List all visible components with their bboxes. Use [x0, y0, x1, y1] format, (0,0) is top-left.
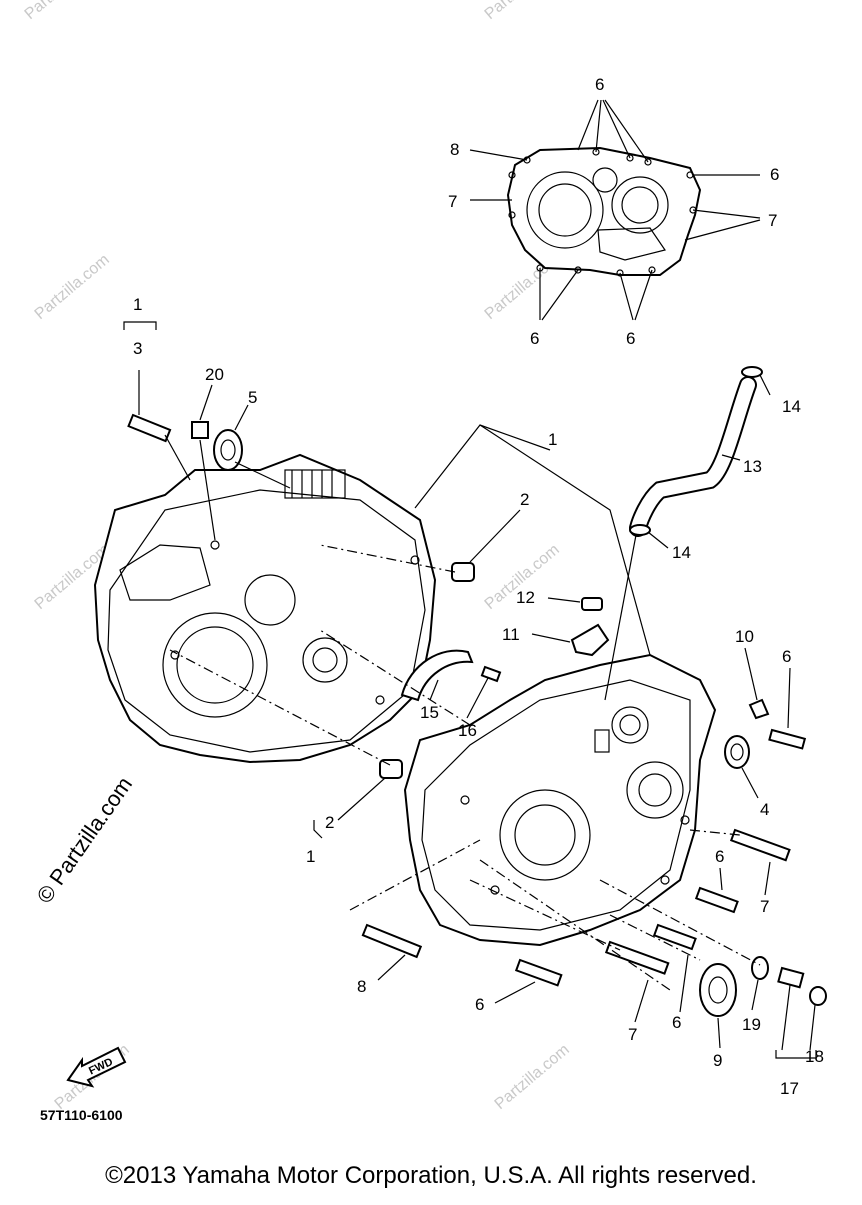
callout-1: 1 — [306, 847, 315, 866]
part-15-plate — [400, 649, 474, 702]
callout-13: 13 — [743, 457, 762, 476]
callout-7: 7 — [768, 211, 777, 230]
callout-6: 6 — [475, 995, 484, 1014]
callout-18: 18 — [805, 1047, 824, 1066]
watermark-text: Partzilla.com — [32, 251, 113, 323]
watermark-text: Partzilla.com — [492, 1041, 573, 1113]
part-5-oil-seal — [213, 404, 291, 489]
callout-6: 6 — [626, 329, 635, 348]
part-13-hose — [629, 376, 757, 537]
callout-5: 5 — [248, 388, 257, 407]
callout-19: 19 — [742, 1015, 761, 1034]
part-11-holder — [531, 623, 610, 657]
callout-1: 1 — [548, 430, 557, 449]
callout-12: 12 — [516, 588, 535, 607]
callout-2: 2 — [520, 490, 529, 509]
callout-10: 10 — [735, 627, 754, 646]
watermark-text: Partzilla.com — [482, 0, 563, 23]
watermark-text: Partzilla.com — [22, 0, 103, 23]
part-code: 57T110-6100 — [40, 1107, 123, 1123]
callout-15: 15 — [420, 703, 439, 722]
alignment-lines — [469, 829, 761, 991]
part-12-bolt — [547, 597, 603, 611]
callout-7: 7 — [760, 897, 769, 916]
callout-6: 6 — [595, 75, 604, 94]
part-7-bolt-right — [729, 828, 791, 896]
callout-1: 1 — [133, 295, 142, 314]
side-watermark: © Partzilla.com — [32, 772, 138, 908]
part-19-washer — [751, 956, 769, 1011]
callout-16: 16 — [458, 721, 477, 740]
part-3-stud — [127, 370, 172, 443]
callout-8: 8 — [357, 977, 366, 996]
callout-6: 6 — [770, 165, 779, 184]
part-10-clamp — [744, 647, 770, 720]
leader-line — [164, 434, 191, 481]
part-2-dowel-upper — [319, 509, 521, 582]
part-6-bolt-bottom-mid — [652, 923, 697, 1013]
callout-11: 11 — [502, 625, 520, 644]
part-17-drain-bolt — [775, 966, 827, 1059]
part-7-bolt-bottom — [604, 940, 670, 1023]
part-2-dowel-lower — [169, 629, 471, 821]
callout-labels: 1 3 20 5 1 2 6 8 7 6 7 6 6 14 13 14 12 1… — [133, 75, 824, 1098]
callout-4: 4 — [760, 800, 769, 819]
leader-line — [414, 424, 551, 509]
bracket-line — [313, 820, 323, 839]
bracket-line — [123, 321, 157, 330]
callout-17: 17 — [780, 1079, 799, 1098]
callout-3: 3 — [133, 339, 142, 358]
callout-14: 14 — [782, 397, 801, 416]
part-6-bolt-right-mid — [694, 867, 739, 914]
right-crankcase — [403, 653, 717, 947]
part-9-oil-seal — [699, 963, 737, 1049]
part-6-bolt-bottom-left — [494, 958, 563, 1004]
callout-9: 9 — [713, 1051, 722, 1070]
callout-20: 20 — [205, 365, 224, 384]
callout-6: 6 — [715, 847, 724, 866]
part-8-bolt-bottom — [349, 839, 481, 981]
part-6-bolt-right-top — [768, 667, 807, 750]
callout-7: 7 — [448, 192, 457, 211]
part-4-oil-seal — [724, 735, 759, 799]
callout-14: 14 — [672, 543, 691, 562]
callout-6: 6 — [782, 647, 791, 666]
callout-2: 2 — [325, 813, 334, 832]
part-14-clip-mid — [604, 524, 669, 701]
callout-8: 8 — [450, 140, 459, 159]
callout-6: 6 — [530, 329, 539, 348]
crankcase-gasket-inset — [469, 99, 761, 321]
leader-line — [479, 424, 651, 656]
part-16-screw — [466, 665, 502, 719]
left-crankcase — [93, 453, 437, 764]
copyright-notice: ©2013 Yamaha Motor Corporation, U.S.A. A… — [105, 1162, 757, 1189]
part-14-clip-top — [741, 366, 771, 396]
callout-6: 6 — [672, 1013, 681, 1032]
callout-7: 7 — [628, 1025, 637, 1044]
part-20-plug — [191, 384, 216, 541]
